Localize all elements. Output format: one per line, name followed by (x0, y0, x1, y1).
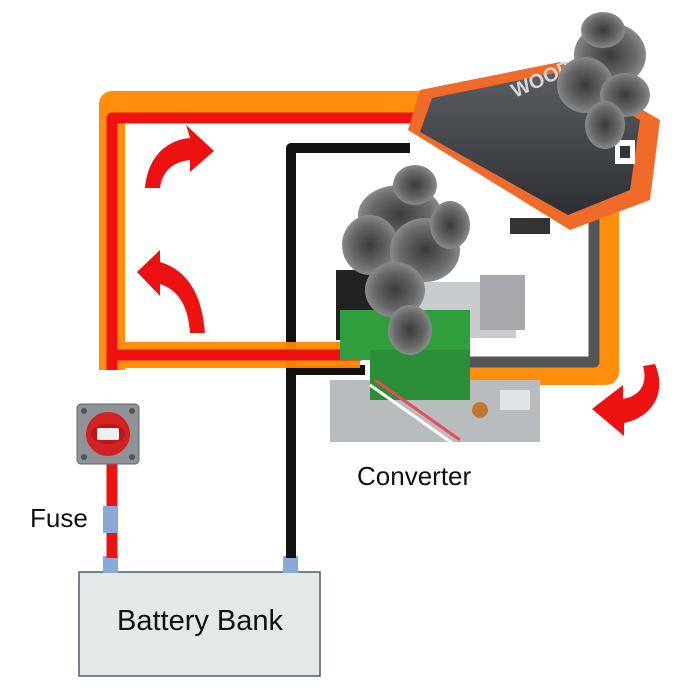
smoke-icon (342, 165, 470, 355)
curved-arrow-icon (145, 125, 214, 188)
battery-switch (76, 403, 140, 465)
battery-positive-terminal (103, 556, 118, 573)
fuse-label: Fuse (30, 503, 88, 533)
battery-box (78, 571, 321, 677)
negative-wire (286, 143, 410, 558)
battery-negative-terminal (283, 556, 298, 573)
converter-label: Converter (357, 461, 472, 491)
curved-arrow-icon (592, 364, 660, 436)
fuse (103, 506, 118, 533)
curved-arrow-icon (137, 250, 205, 333)
battery-bank (78, 556, 321, 677)
battery-bank-label: Battery Bank (116, 605, 284, 637)
smoke-icon (557, 12, 650, 149)
inverter-output-cable (468, 175, 600, 368)
